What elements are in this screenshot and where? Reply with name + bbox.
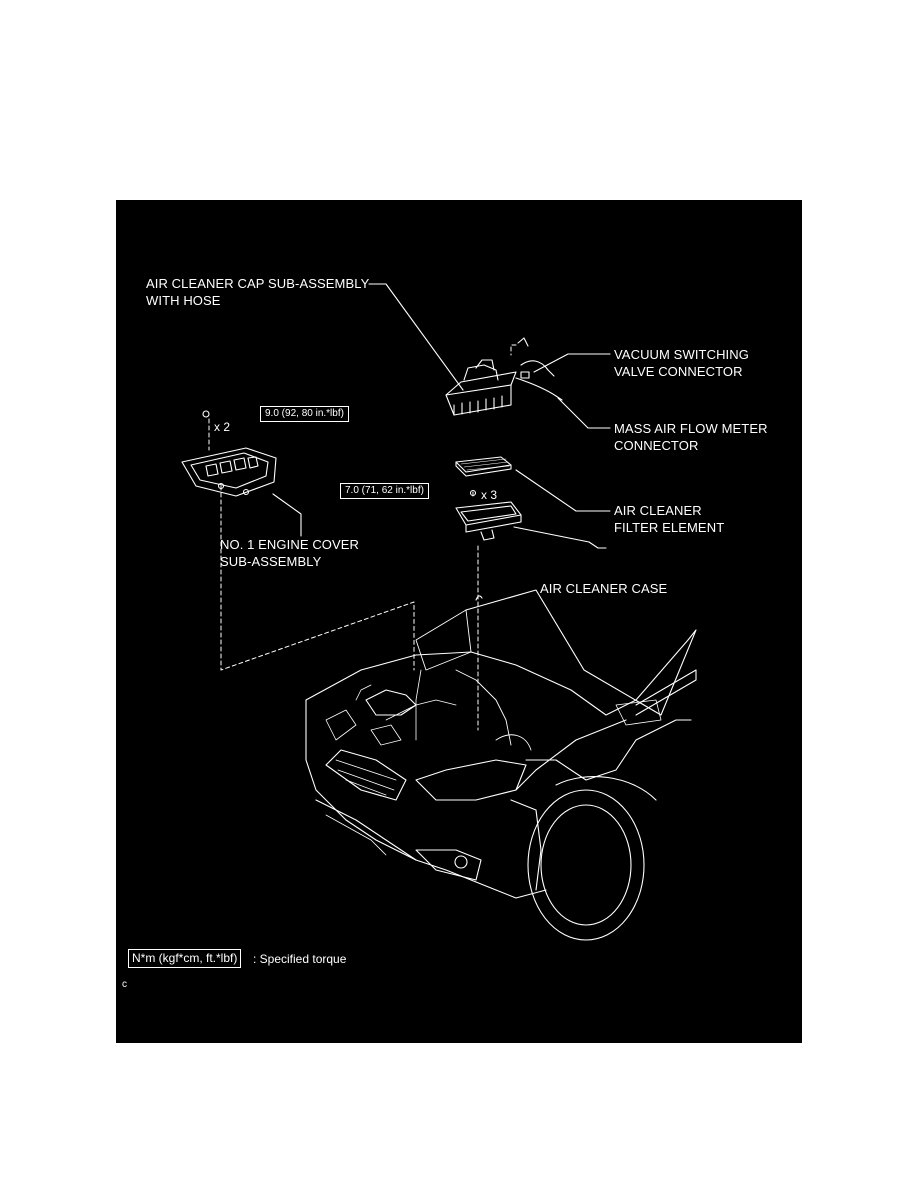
leader-lines [272,283,611,549]
label-vacuum-switching-valve: VACUUM SWITCHING VALVE CONNECTOR [614,346,749,380]
label-maf-line2: CONNECTOR [614,438,699,453]
air-cleaner-cap-drawing [445,337,563,416]
diagram-artwork [181,283,697,941]
legend-torque-unit-box: N*m (kgf*cm, ft.*lbf) [128,949,242,968]
label-air-cleaner-case: AIR CLEANER CASE [540,580,667,597]
label-filter-element: AIR CLEANER FILTER ELEMENT [614,502,724,536]
quantity-case-bolt: x 3 [481,488,498,502]
label-air-cleaner-case-text: AIR CLEANER CASE [540,581,668,596]
label-air-cleaner-cap-line2: WITH HOSE [146,293,221,308]
label-air-cleaner-cap-line1: AIR CLEANER CAP SUB-ASSEMBLY [146,276,370,291]
label-engine-cover-line2: SUB-ASSEMBLY [220,554,322,569]
label-filter-line1: AIR CLEANER [614,503,702,518]
torque-box-case-bolt: 7.0 (71, 62 in.*lbf) [340,483,429,499]
label-air-cleaner-cap: AIR CLEANER CAP SUB-ASSEMBLY WITH HOSE [146,275,369,309]
label-engine-cover-line1: NO. 1 ENGINE COVER [220,537,360,552]
label-mass-air-flow-meter: MASS AIR FLOW METER CONNECTOR [614,420,768,454]
torque-box-cover-nut: 9.0 (92, 80 in.*lbf) [260,406,349,422]
quantity-cover-nut: x 2 [214,420,231,434]
legend-specified-torque-text: : Specified torque [253,952,347,966]
diagram-figure: AIR CLEANER CAP SUB-ASSEMBLY WITH HOSE V… [116,200,802,1043]
label-filter-line2: FILTER ELEMENT [614,520,725,535]
engine-cover-drawing [181,410,277,497]
air-cleaner-case-drawing [455,489,522,541]
filter-element-drawing [455,456,512,477]
label-vsv-line1: VACUUM SWITCHING [614,347,749,362]
label-engine-cover: NO. 1 ENGINE COVER SUB-ASSEMBLY [220,536,359,570]
figure-code: c [122,979,127,990]
car-front-drawing [305,589,697,941]
label-vsv-line2: VALVE CONNECTOR [614,364,743,379]
label-maf-line1: MASS AIR FLOW METER [614,421,768,436]
